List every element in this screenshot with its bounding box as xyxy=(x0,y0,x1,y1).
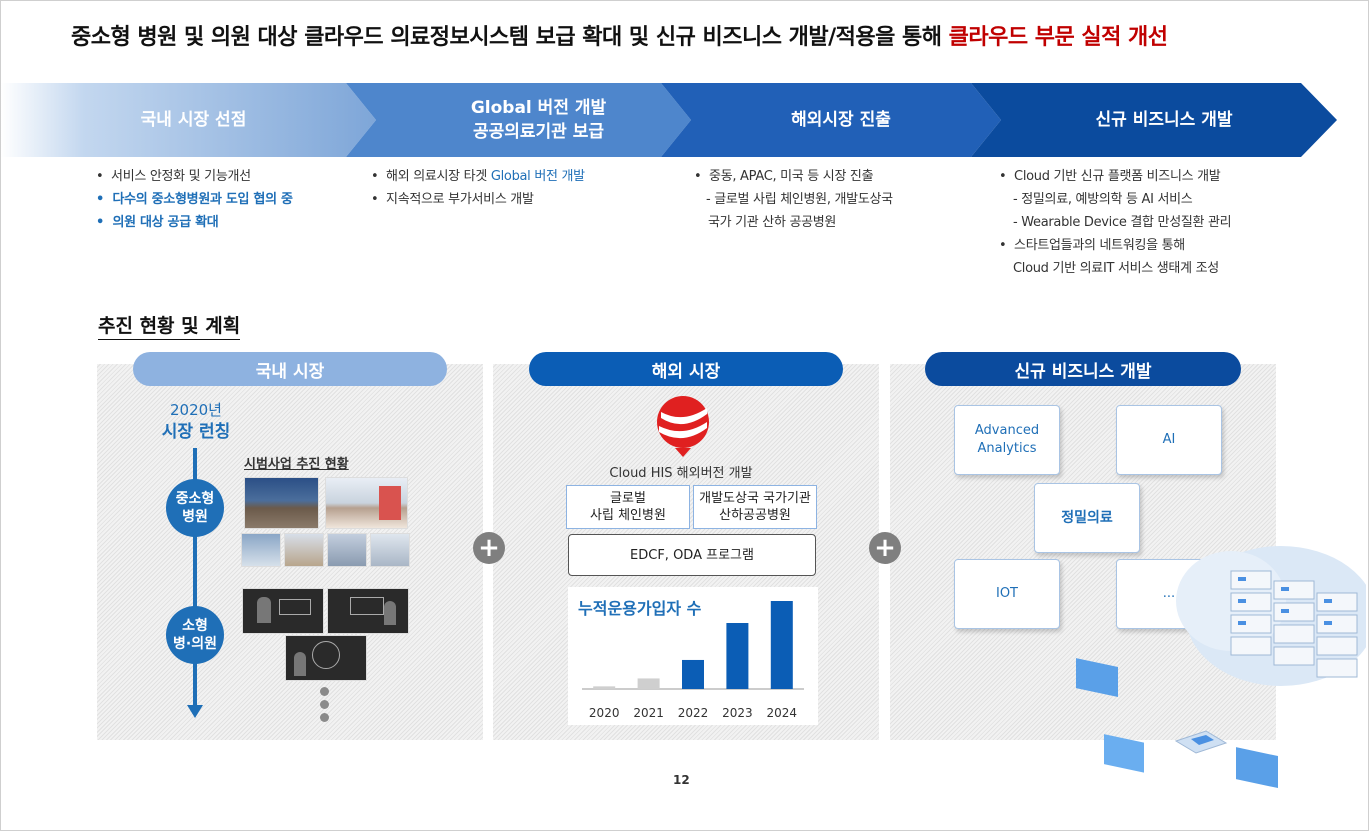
item-ai: AI xyxy=(1116,405,1222,475)
more-dot-1 xyxy=(320,687,329,696)
chart-bar-2020 xyxy=(593,686,616,689)
stage-label-newbiz: 신규 비즈니스 개발 xyxy=(1095,110,1233,130)
bullet-overseas-2: - 글로벌 사립 체인병원, 개발도상국 xyxy=(706,192,893,207)
bullet-domestic-1: 서비스 안정화 및 기능개선 xyxy=(111,169,251,184)
pill-newbiz: 신규 비즈니스 개발 xyxy=(925,352,1241,386)
chart-bar-2022 xyxy=(682,659,704,689)
cloud-server-icon xyxy=(1076,546,1366,789)
chart-tick-label-2021: 2021 xyxy=(633,706,664,720)
bullet-domestic-3: 의원 대상 공급 확대 xyxy=(112,215,219,230)
launch-text: 시장 런칭 xyxy=(161,422,231,442)
headline-main: 중소형 병원 및 의원 대상 클라우드 의료정보시스템 보급 확대 및 신규 비… xyxy=(71,25,949,50)
headline-highlight: 클라우드 부문 실적 개선 xyxy=(948,25,1168,50)
bullet-overseas-1: 중동, APAC, 미국 등 시장 진출 xyxy=(709,169,874,184)
bullet-newbiz-1: Cloud 기반 신규 플랫폼 비즈니스 개발 xyxy=(1014,169,1221,184)
chart-bar-2023 xyxy=(726,623,749,689)
hospital-photo-4 xyxy=(284,533,324,567)
launch-year-text: 2020년 xyxy=(170,401,222,419)
building-accent xyxy=(379,486,401,520)
chart-tick-label-2023: 2023 xyxy=(722,706,753,720)
section-title: 추진 현황 및 계획 xyxy=(98,311,241,340)
more-dot-3 xyxy=(320,713,329,722)
hospital-photo-1 xyxy=(244,477,319,529)
page-number: 12 xyxy=(673,773,690,787)
stage2-line2: 병·의원 xyxy=(173,636,217,652)
agreement-photo-3 xyxy=(285,635,367,681)
plus-icon-1: + xyxy=(473,532,505,564)
stage-chevron-newbiz: 신규 비즈니스 개발 xyxy=(971,83,1337,157)
item-precision-medicine: 정밀의료 xyxy=(1034,483,1140,553)
bullets-newbiz: • Cloud 기반 신규 플랫폼 비즈니스 개발 - 정밀의료, 예방의학 등… xyxy=(999,169,1232,276)
box1-line1: 글로벌 xyxy=(610,491,646,506)
bullet-newbiz-3: - Wearable Device 결합 만성질환 관리 xyxy=(1013,215,1232,230)
stage-label-overseas: 해외시장 진출 xyxy=(791,110,891,130)
box2-line1: 개발도상국 국가기관 xyxy=(699,491,811,506)
hospital-photo-3 xyxy=(241,533,281,567)
program-box: EDCF, ODA 프로그램 xyxy=(568,534,816,576)
chart-bar-2021 xyxy=(637,678,660,689)
bullets-global: • 해외 의료시장 타겟 Global 버전 개발 • 지속적으로 부가서비스 … xyxy=(371,169,585,207)
subscriber-chart: 누적운용가입자 수 2020 2021 2022 2023 2024 xyxy=(568,587,818,725)
pilot-label: 시범사업 추진 현황 xyxy=(244,457,349,472)
bullet-newbiz-4: 스타트업들과의 네트워킹을 통해 xyxy=(1014,238,1185,253)
bullet-global-1-highlight: Global 버전 개발 xyxy=(490,169,585,184)
timeline-arrow-icon xyxy=(187,705,203,718)
box1-line2: 사립 체인병원 xyxy=(590,508,666,523)
more-dot-2 xyxy=(320,700,329,709)
stage-label-global-line1: Global 버전 개발 xyxy=(470,98,607,118)
stage-label-global-line2: 공공의료기관 보급 xyxy=(472,122,605,142)
bullet-newbiz-2: - 정밀의료, 예방의학 등 AI 서비스 xyxy=(1013,192,1193,207)
timeline-line xyxy=(193,448,197,711)
launch-year: 2020년 시장 런칭 xyxy=(141,399,251,443)
hospital-photo-2 xyxy=(325,477,408,529)
bullet-overseas-3: 국가 기관 산하 공공병원 xyxy=(708,215,837,230)
box2-line2: 산하공공병원 xyxy=(719,508,791,523)
stage-label-domestic: 국내 시장 선점 xyxy=(140,110,247,130)
bullets-overseas: • 중동, APAC, 미국 등 시장 진출 - 글로벌 사립 체인병원, 개발… xyxy=(694,169,893,230)
headline: 중소형 병원 및 의원 대상 클라우드 의료정보시스템 보급 확대 및 신규 비… xyxy=(71,19,1168,51)
bullet-global-1-prefix: 해외 의료시장 타겟 xyxy=(386,169,491,184)
cloud-his-label: Cloud HIS 해외버전 개발 xyxy=(609,466,753,481)
stage1-line2: 병원 xyxy=(182,509,208,525)
agreement-photo-1 xyxy=(242,588,324,634)
chart-title: 누적운용가입자 수 xyxy=(578,599,702,618)
pill-overseas: 해외 시장 xyxy=(529,352,843,386)
pill-domestic: 국내 시장 xyxy=(133,352,447,386)
bullets-domestic: • 서비스 안정화 및 기능개선 • 다수의 중소형병원과 도입 협의 중 • … xyxy=(96,169,293,230)
stage1-line1: 중소형 xyxy=(175,491,215,507)
stage-chevron-domestic: 국내 시장 선점 xyxy=(1,83,376,157)
bullet-newbiz-5: Cloud 기반 의료IT 서비스 생태계 조성 xyxy=(1013,261,1219,276)
hospital-photo-5 xyxy=(327,533,367,567)
stage2-line1: 소형 xyxy=(182,618,208,634)
hospital-photo-6 xyxy=(370,533,410,567)
chart-svg: 2020 2021 2022 2023 2024 xyxy=(582,601,804,720)
item-a-line1: Advanced xyxy=(974,423,1040,438)
chart-tick-label-2024: 2024 xyxy=(767,706,798,720)
item-a-line2: Analytics xyxy=(977,441,1037,456)
chart-bar-2024 xyxy=(770,601,793,689)
chart-tick-label-2022: 2022 xyxy=(678,706,709,720)
item-iot: IOT xyxy=(954,559,1060,629)
agreement-photo-2 xyxy=(327,588,409,634)
stage-chevron-overseas: 해외시장 진출 xyxy=(661,83,1001,157)
bullet-domestic-2: 다수의 중소형병원과 도입 협의 중 xyxy=(112,192,293,207)
company-logo-icon xyxy=(657,396,709,457)
chart-tick-label-2020: 2020 xyxy=(589,706,620,720)
bullet-global-2: 지속적으로 부가서비스 개발 xyxy=(386,192,534,207)
plus-icon-2: + xyxy=(869,532,901,564)
